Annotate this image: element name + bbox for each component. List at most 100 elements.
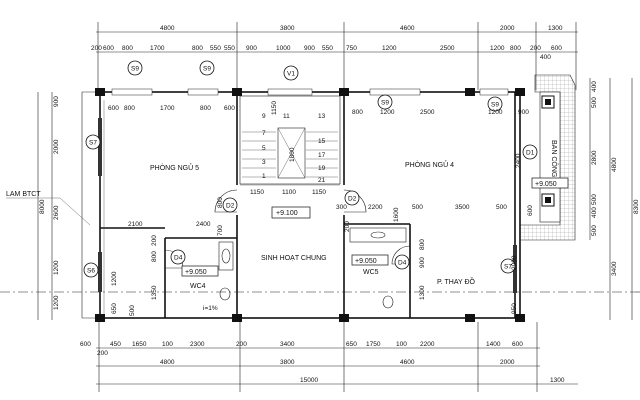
dimension-bottom-detail: 200	[236, 341, 247, 348]
dimension-mid-right: 500	[496, 204, 507, 211]
level-marker-wc4: +9.050	[181, 265, 219, 277]
dimension-bottom-detail: 100	[396, 341, 407, 348]
dimension-bedroom4-inner: 1200	[380, 109, 395, 116]
dimension-bedroom5-inner: 600	[224, 105, 235, 112]
level-text: +9.100	[276, 210, 298, 217]
dimension-top-detail: 600	[103, 45, 114, 52]
column	[95, 314, 105, 322]
dimension-top-detail: 800	[122, 45, 133, 52]
dimension-left-inner: 2000	[53, 139, 60, 154]
dimension-bottom-detail: 200	[97, 350, 108, 357]
windows	[98, 88, 517, 293]
dimension-mid-right: 300	[336, 204, 347, 211]
tag-text: S7	[504, 264, 512, 271]
dimension-top-detail: 900	[304, 45, 315, 52]
tag-text: D2	[348, 196, 357, 203]
structural-columns	[95, 88, 525, 322]
dimension-bedroom5-inner: 1700	[160, 105, 175, 112]
stair-dimension: 1150	[271, 101, 278, 115]
dimension-stair-row: 1150	[312, 189, 326, 196]
tag-text: S9	[131, 66, 139, 73]
dimension-wc-dims: 1200	[111, 271, 118, 286]
stair-step-number: 15	[318, 138, 326, 145]
dimension-bottom-detail: 600	[80, 341, 91, 348]
column	[515, 88, 525, 96]
dimension-bedroom4-inner: 2500	[420, 109, 435, 116]
stair-step-number: 13	[318, 113, 326, 120]
level-marker-wc5: +9.050	[351, 254, 389, 266]
dimension-top-detail: 1000	[276, 45, 291, 52]
tag-v1: V1	[283, 65, 299, 81]
column	[232, 88, 242, 96]
dimension-top-detail: 800	[510, 45, 521, 52]
dimension-top-main: 4800	[160, 25, 175, 32]
dimension-top-detail: 550	[224, 45, 235, 52]
stair-step-number: 5	[262, 145, 266, 152]
room-label-dressing: P. THAY ĐỒ	[437, 276, 476, 286]
level-text: +9.050	[535, 181, 557, 188]
dimension-bedroom4-inner: 800	[352, 109, 363, 116]
dimension-left-inner: 2600	[53, 205, 60, 220]
level-text: +9.050	[185, 269, 207, 276]
stair-step-number: 11	[283, 113, 290, 120]
stair-step-number: 7	[262, 130, 266, 137]
tag-text: D1	[526, 150, 535, 157]
tag-d4-b: D4	[394, 254, 410, 270]
dimension-top-main: 2000	[500, 25, 515, 32]
balcony-area	[519, 74, 576, 241]
dimension-right-total: 8300	[633, 199, 640, 214]
dimension-right-inner: 2800	[591, 150, 598, 165]
level-marker-living: +9.100	[271, 206, 311, 219]
dimension-bottom-detail: 1400	[486, 341, 501, 348]
dimension-wc-dims: 900	[419, 257, 426, 268]
column	[339, 88, 349, 96]
dimension-top-main: 1300	[548, 25, 563, 32]
dimension-right-inner: 400	[591, 81, 598, 92]
column	[465, 88, 475, 96]
dimension-left-total: 8000	[39, 199, 46, 214]
dimension-top-detail: 600	[551, 45, 562, 52]
dimension-bottom-detail: 1750	[366, 341, 381, 348]
dimension-top-detail: 900	[246, 45, 257, 52]
dimension-right-inner: 400	[591, 207, 598, 218]
dimension-wc-dims: 2000	[511, 255, 518, 270]
stair-step-number: 19	[318, 165, 326, 172]
dimension-top-detail: 550	[210, 45, 221, 52]
dimension-bedroom4-inner: 900	[518, 109, 529, 116]
tag-s9-a: S9	[127, 60, 143, 76]
tag-s9-d: S9	[487, 96, 503, 112]
room-label-living: SINH HOẠT CHUNG	[261, 255, 327, 262]
dimension-mid-left: 700	[217, 225, 224, 236]
dimension-mid-right: 1600	[393, 207, 400, 222]
dimension-wc-dims: 500	[129, 305, 136, 316]
dimension-bottom-detail: 2200	[420, 341, 435, 348]
column	[465, 314, 475, 322]
tag-text: S6	[87, 268, 95, 275]
tag-d1: D1	[522, 144, 538, 160]
room-label-bedroom5: PHÒNG NGỦ 5	[150, 163, 199, 172]
column	[95, 88, 105, 96]
dimension-mid-left: 2100	[128, 221, 143, 228]
dimension-wc-dims: 2400	[515, 153, 522, 168]
tag-s6-left: S6	[83, 262, 99, 278]
tag-text: D2	[226, 203, 235, 210]
dimension-bottom-detail: 450	[110, 341, 121, 348]
dimension-bottom-detail: 3400	[280, 341, 295, 348]
stair-step-number: 21	[318, 177, 326, 184]
stair-step-number: 1	[262, 173, 266, 180]
room-label-wc4: WC4	[190, 283, 206, 290]
dimension-top-detail: 800	[192, 45, 203, 52]
dimension-top-detail: 550	[322, 45, 333, 52]
tag-s9-c: S9	[377, 94, 393, 110]
tag-s7-left: S7	[85, 134, 101, 150]
dimension-mid-right: 3500	[455, 204, 470, 211]
dimension-bedroom5-inner: 800	[200, 105, 211, 112]
dimension-stair-row: 1100	[282, 189, 296, 196]
dimension-right-inner: 500	[591, 194, 598, 205]
tag-text: D4	[174, 255, 183, 262]
dimension-wc-dims: 800	[151, 251, 158, 262]
